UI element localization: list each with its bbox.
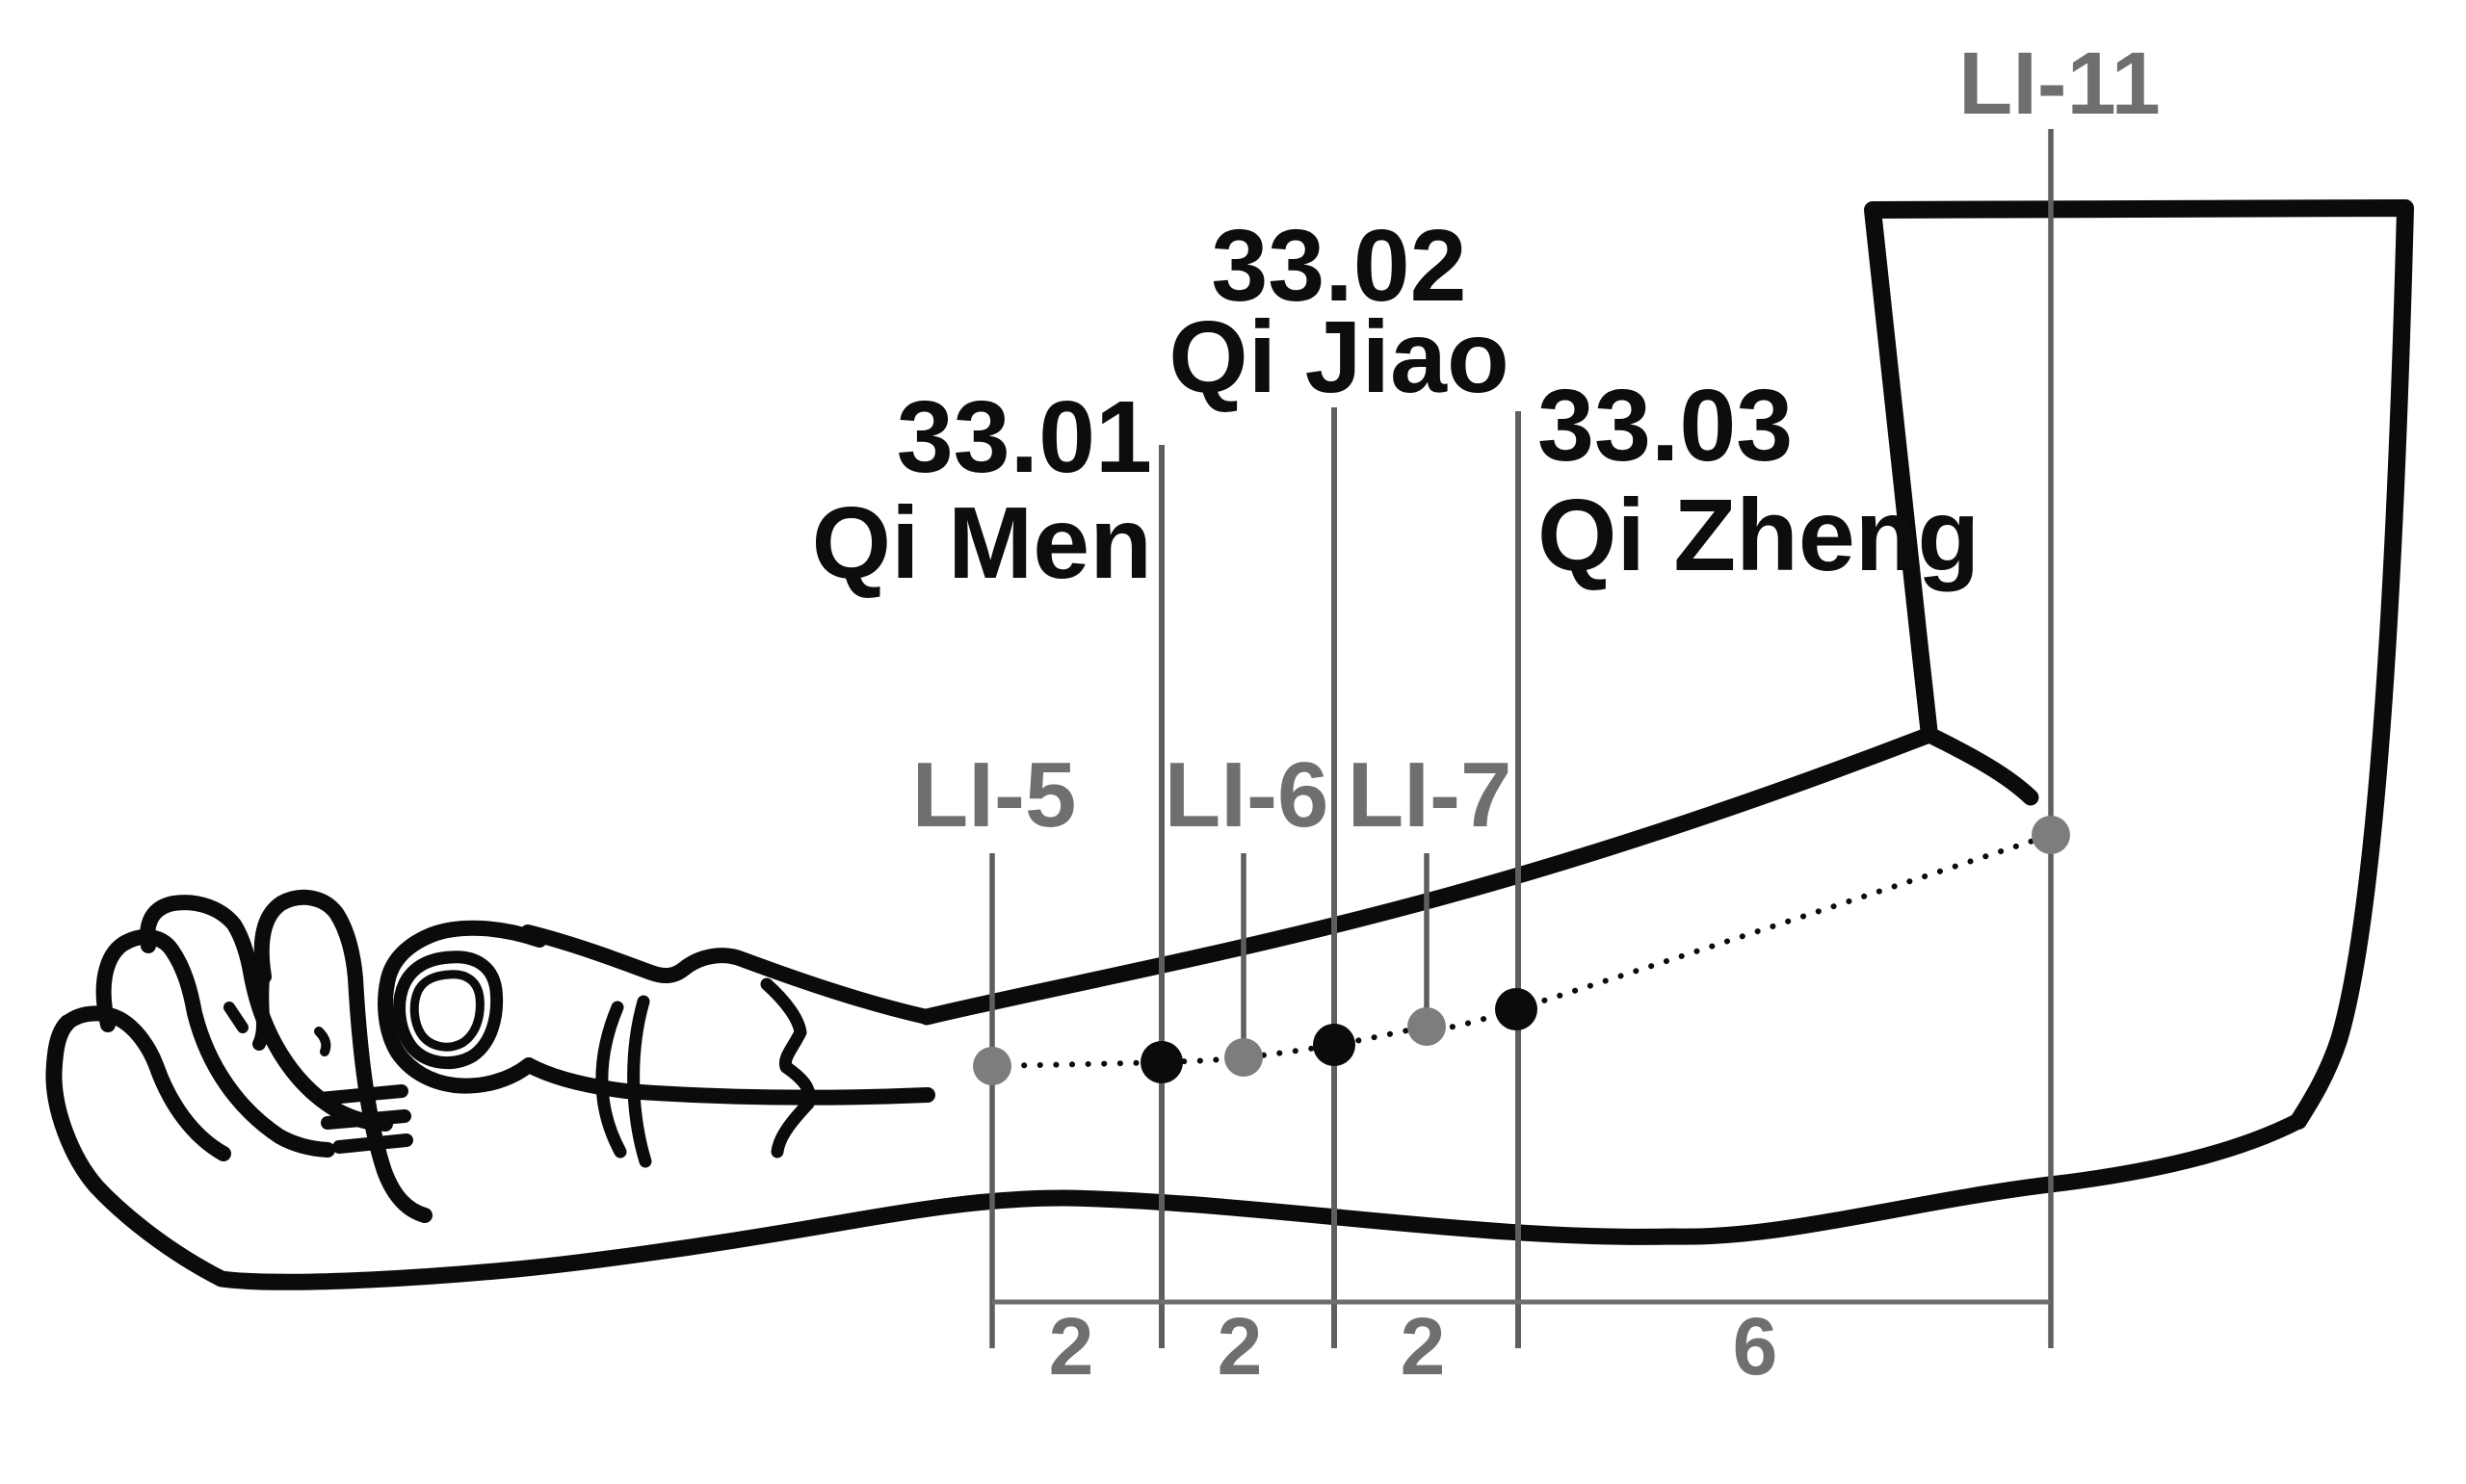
thumb-nail-inner bbox=[409, 970, 485, 1052]
arm-bottom-edge bbox=[45, 1014, 2307, 1290]
pinky-finger bbox=[60, 1005, 231, 1161]
scale-segment-value-3: 6 bbox=[1733, 1301, 1778, 1392]
index-finger-inner-edge bbox=[252, 972, 270, 1051]
arm-line-art bbox=[45, 199, 2414, 1290]
point-dot-t3301 bbox=[1141, 1041, 1183, 1083]
thumb-under-edge bbox=[521, 1057, 935, 1106]
middle-finger bbox=[140, 895, 393, 1132]
upper-arm-outline bbox=[1864, 199, 2414, 1130]
scale-segment-value-0: 2 bbox=[1049, 1301, 1094, 1392]
point-label-li7: LI-7 bbox=[1348, 743, 1512, 846]
point-name-t3301: Qi Men bbox=[812, 486, 1152, 600]
point-code-t3303: 33.03 bbox=[1537, 369, 1793, 482]
wrist-crease-1 bbox=[595, 1001, 627, 1159]
elbow-crease bbox=[1921, 726, 2039, 806]
wrist-crease-zigzag bbox=[760, 977, 816, 1159]
thumb-nail-outer bbox=[393, 950, 504, 1070]
point-dot-t3302 bbox=[1313, 1024, 1355, 1066]
wrist-crease-2 bbox=[627, 995, 652, 1168]
web-crease bbox=[223, 1002, 249, 1033]
scale-segment-value-1: 2 bbox=[1218, 1301, 1263, 1392]
point-label-li6: LI-6 bbox=[1165, 743, 1329, 846]
finger-base-crease-2 bbox=[321, 1109, 411, 1130]
ring-finger bbox=[95, 928, 335, 1158]
point-dot-t3303 bbox=[1495, 988, 1537, 1030]
scale-segment-value-2: 2 bbox=[1401, 1301, 1446, 1392]
leader-lines bbox=[989, 129, 2054, 1348]
point-dot-li6 bbox=[1224, 1038, 1263, 1077]
index-finger bbox=[253, 889, 433, 1223]
point-label-li11: LI-11 bbox=[1958, 35, 2161, 133]
forearm-top-edge bbox=[918, 726, 1938, 1026]
point-name-t3303: Qi Zheng bbox=[1537, 479, 1980, 592]
thumb-tip-outline bbox=[378, 920, 547, 1094]
point-dots bbox=[973, 816, 2070, 1085]
point-dot-li11 bbox=[2032, 816, 2070, 854]
measurement-scale: 2 2 2 6 bbox=[992, 1299, 2051, 1392]
point-name-t3302: Qi Jiao bbox=[1168, 300, 1508, 414]
point-code-t3302: 33.02 bbox=[1211, 209, 1466, 323]
finger-base-crease-3 bbox=[332, 1133, 413, 1154]
point-label-li5: LI-5 bbox=[912, 743, 1077, 846]
point-dot-li7 bbox=[1407, 1007, 1446, 1046]
finger-base-crease-1 bbox=[313, 1084, 408, 1106]
point-code-t3301: 33.01 bbox=[897, 380, 1152, 494]
hand-top-edge bbox=[520, 924, 934, 1025]
index-nail-line bbox=[314, 1027, 331, 1056]
point-dot-li5 bbox=[973, 1047, 1011, 1085]
